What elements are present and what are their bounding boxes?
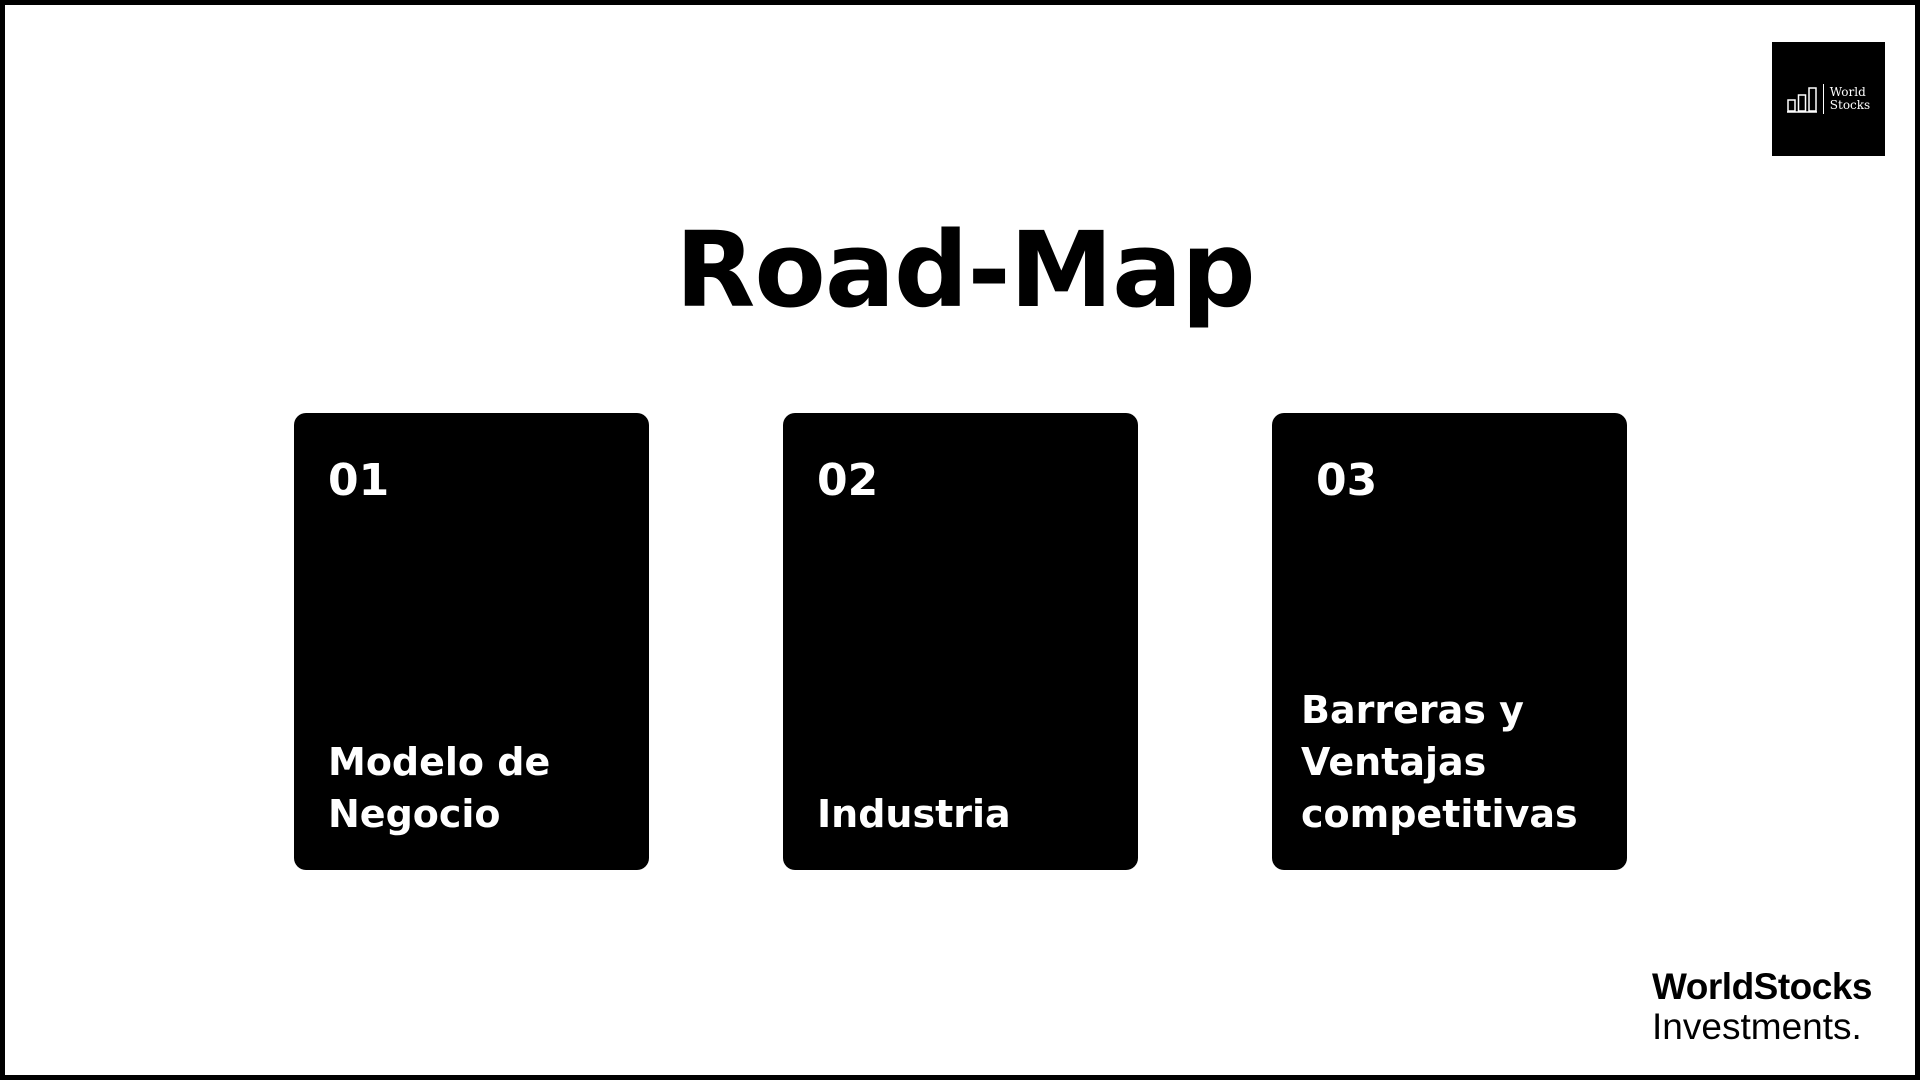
slide-title: Road-Map <box>675 209 1255 331</box>
card-label: Industria <box>817 792 1011 836</box>
logo-text: World Stocks <box>1830 86 1870 112</box>
roadmap-card-2: 02 Industria <box>783 413 1138 870</box>
logo-text-line2: Stocks <box>1829 98 1871 112</box>
card-number: 01 <box>328 455 390 506</box>
bar-chart-icon <box>1786 87 1817 113</box>
brand-subtitle: Investments. <box>1652 1006 1862 1047</box>
card-label: Modelo de Negocio <box>328 740 551 836</box>
roadmap-card-3: 03 Barreras y Ventajas competitivas <box>1272 413 1627 870</box>
logo-divider <box>1822 84 1824 114</box>
card-label: Barreras y Ventajas competitivas <box>1301 688 1578 836</box>
card-number: 02 <box>817 455 879 506</box>
brand-name: WorldStocks <box>1652 966 1872 1007</box>
brand-wordmark: WorldStocks Investments. <box>1652 967 1872 1047</box>
logo-text-line1: World <box>1829 85 1866 99</box>
card-number: 03 <box>1316 455 1378 506</box>
brand-logo: World Stocks <box>1772 42 1885 156</box>
roadmap-card-1: 01 Modelo de Negocio <box>294 413 649 870</box>
